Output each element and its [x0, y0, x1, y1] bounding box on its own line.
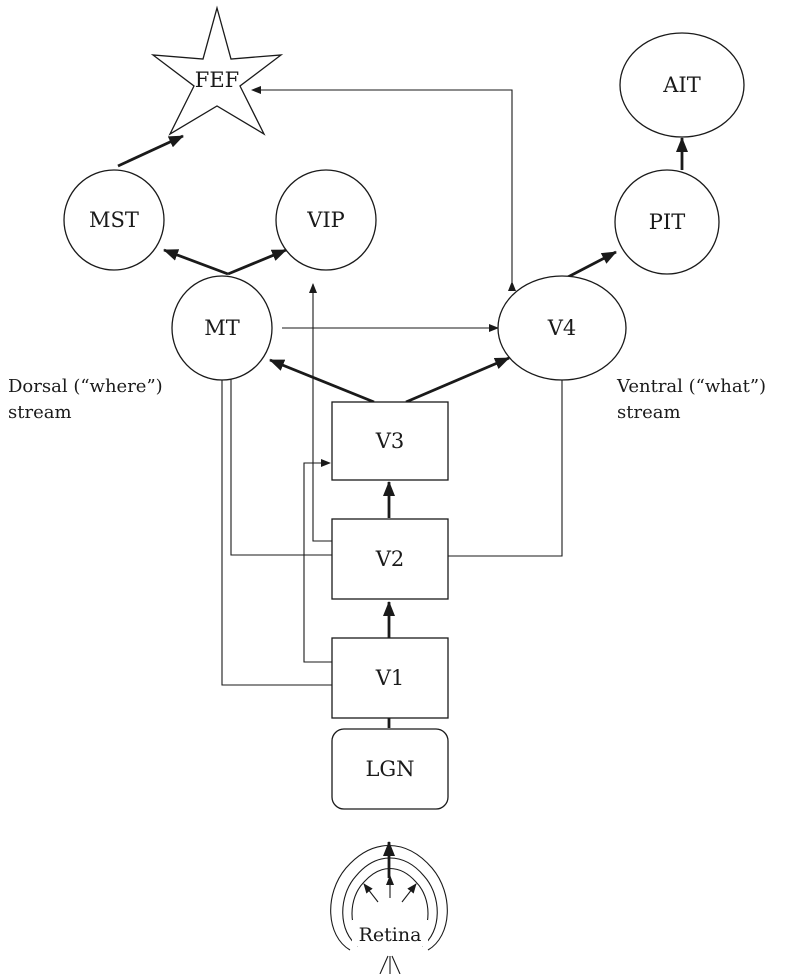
node-pit: PIT [614, 169, 720, 275]
dorsal-stream-line-1: Dorsal (“where”) [8, 376, 163, 397]
node-v3: V3 [331, 401, 449, 481]
retina-middle-arc [342, 857, 438, 947]
dorsal-stream-label: Dorsal (“where”) stream [8, 376, 168, 423]
arrow-v2-to-vip [309, 283, 332, 542]
ventral-stream-line-2: stream [617, 402, 681, 423]
arrow-mt-to-vip [227, 248, 287, 276]
arrow-v3-to-mt [269, 358, 375, 404]
fef-label: FEF [195, 68, 239, 92]
arrow-v4-to-pit [565, 250, 617, 280]
arrow-v2-to-v4 [448, 359, 566, 557]
v4-label: V4 [547, 316, 577, 340]
star-shape [150, 5, 284, 136]
ventral-stream-label: Ventral (“what”) stream [616, 376, 772, 423]
mst-label: MST [89, 208, 139, 232]
node-ait: AIT [619, 32, 745, 138]
retina-label: Retina [359, 924, 422, 946]
node-v1: V1 [331, 637, 449, 719]
retina-stem-left [379, 955, 389, 974]
arrow-v1-to-v3 [303, 459, 332, 663]
node-v2: V2 [331, 518, 449, 600]
retina-outer-arc [330, 845, 448, 951]
retina-ray-left [363, 883, 379, 903]
arrow-v3-to-v4 [405, 356, 510, 404]
ait-label: AIT [662, 73, 700, 97]
node-lgn: LGN [331, 728, 449, 810]
retina-stem-right [391, 955, 401, 974]
lgn-label: LGN [365, 757, 414, 781]
pit-label: PIT [649, 210, 685, 234]
node-mst: MST [63, 169, 165, 271]
arrow-v1-to-mt [218, 359, 332, 686]
arrow-mt-to-mst [163, 248, 229, 276]
arrow-v2-to-mt [227, 361, 332, 556]
ventral-stream-line-1: Ventral (“what”) [616, 376, 766, 397]
node-fef: FEF [150, 5, 284, 136]
connections [117, 86, 688, 878]
vip-label: VIP [306, 208, 345, 232]
node-mt: MT [171, 275, 273, 381]
retina-inner-arc [351, 868, 429, 943]
dorsal-stream-line-2: stream [8, 402, 72, 423]
arrow-v4-fef-bidirectional [251, 86, 516, 291]
retina-ray-right [401, 883, 417, 903]
v2-label: V2 [375, 547, 405, 571]
node-v4: V4 [497, 275, 627, 381]
v3-label: V3 [375, 429, 405, 453]
v1-label: V1 [375, 666, 405, 690]
mt-label: MT [204, 316, 240, 340]
node-retina: Retina [330, 845, 448, 974]
node-vip: VIP [275, 169, 377, 271]
arrow-mst-to-fef [117, 134, 184, 168]
